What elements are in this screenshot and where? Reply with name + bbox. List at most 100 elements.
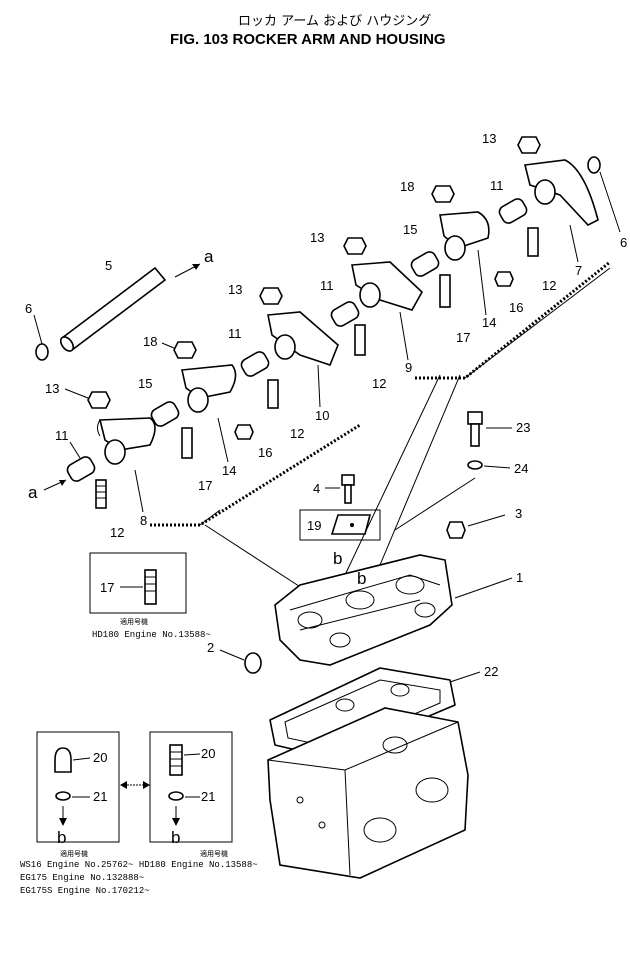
plate-19-box: [299, 509, 381, 541]
rocker-shaft: [59, 263, 201, 352]
ref-b-housing: b: [357, 569, 366, 588]
bushing-11-d: [498, 198, 528, 224]
ref-b-left: b: [57, 828, 66, 847]
label-4: 4: [313, 481, 320, 496]
label-24: 24: [514, 461, 528, 476]
label-12-b: 12: [290, 426, 304, 441]
label-15-a: 15: [138, 376, 152, 391]
inset-cap-nut-japanese-note: 適用号機: [60, 849, 88, 858]
label-12-d: 12: [542, 278, 556, 293]
rocker-arm-8: [97, 417, 156, 465]
label-11-d: 11: [490, 178, 504, 193]
rocker-arm-10: [267, 311, 339, 366]
label-16-a: 16: [258, 445, 272, 460]
label-17-b: 17: [456, 330, 470, 345]
ref-b-right: b: [171, 828, 180, 847]
label-12-a: 12: [110, 525, 124, 540]
adjust-screw-12-c: [354, 324, 366, 356]
ref-b-top: b: [333, 549, 342, 568]
inset-box-17: [89, 552, 187, 614]
label-21-left: 21: [93, 789, 107, 804]
label-7: 7: [575, 263, 582, 278]
label-2: 2: [207, 640, 214, 655]
nut-13-d: [517, 136, 541, 154]
adjust-screw-17-b: [439, 274, 451, 308]
label-14-b: 14: [482, 315, 496, 330]
label-5: 5: [105, 258, 112, 273]
support-outline-left: [150, 423, 361, 527]
support-outline-right: [415, 260, 611, 380]
bushing-11-a: [66, 456, 96, 482]
label-10: 10: [315, 408, 329, 423]
adjust-screw-17-a: [181, 427, 193, 459]
label-14-a: 14: [222, 463, 236, 478]
label-20-left: 20: [93, 750, 107, 765]
applicability-line-1: WS16 Engine No.25762~ HD180 Engine No.13…: [20, 860, 258, 870]
applicability-line-3: EG175S Engine No.170212~: [20, 886, 150, 896]
label-11-b: 11: [228, 326, 242, 341]
plug-left: [33, 314, 49, 361]
inset-17-engine-note: HD180 Engine No.13588~: [92, 630, 211, 640]
bolt-4: [341, 474, 355, 504]
bushing-11-c: [330, 301, 360, 327]
label-13-c: 13: [310, 230, 324, 245]
cylinder-head: [267, 707, 469, 879]
label-22: 22: [484, 664, 498, 679]
label-12-c: 12: [372, 376, 386, 391]
label-23: 23: [516, 420, 530, 435]
label-13-a: 13: [45, 381, 59, 396]
label-17-inset: 17: [100, 580, 114, 595]
rocker-housing-1: [274, 554, 513, 666]
label-6-left: 6: [25, 301, 32, 316]
nut-13-b: [259, 287, 283, 305]
label-17-a: 17: [198, 478, 212, 493]
title-japanese: ロッカ アーム および ハウジング: [238, 14, 431, 29]
rocker-arm-7: [524, 159, 599, 226]
bushing-15-b: [410, 251, 440, 277]
label-8: 8: [140, 513, 147, 528]
label-11-a: 11: [55, 428, 69, 443]
label-20-right: 20: [201, 746, 215, 761]
adjust-screw-12-d: [527, 227, 539, 257]
bushing-11-b: [240, 351, 270, 377]
title-english: FIG. 103 ROCKER ARM AND HOUSING: [170, 31, 446, 48]
ref-a-left: a: [28, 483, 38, 502]
label-19: 19: [307, 518, 321, 533]
inset-box-stud: [149, 731, 233, 843]
bolt-3: [446, 514, 506, 539]
label-13-b: 13: [228, 282, 242, 297]
plug-right: [587, 156, 621, 233]
label-21-right: 21: [201, 789, 215, 804]
gasket-22: [269, 667, 481, 759]
bushing-15-a: [150, 401, 180, 427]
nut-13-a: [87, 391, 111, 409]
rocker-arm-14-b: [439, 211, 490, 261]
rocker-arm-14-a: [181, 364, 237, 413]
label-18-b: 18: [400, 179, 414, 194]
label-13-d: 13: [482, 131, 496, 146]
assembly-leader-lines: [204, 374, 476, 591]
label-16-b: 16: [509, 300, 523, 315]
interchange-arrow: [120, 781, 150, 789]
nut-18-a: [173, 341, 197, 359]
label-11-c: 11: [320, 278, 334, 293]
nut-16-a: [234, 424, 254, 440]
rocker-arm-9: [351, 261, 424, 311]
applicability-line-2: EG175 Engine No.132888~: [20, 873, 144, 883]
label-6-right: 6: [620, 235, 627, 250]
ref-a-top: a: [204, 247, 214, 266]
inset-17-japanese-note: 適用号機: [120, 617, 148, 626]
label-15-b: 15: [403, 222, 417, 237]
label-18-a: 18: [143, 334, 157, 349]
inset-stud-japanese-note: 適用号機: [200, 849, 228, 858]
adjust-screw-12-b: [267, 379, 279, 409]
inset-box-cap-nut: [36, 731, 120, 843]
label-1: 1: [516, 570, 523, 585]
nut-13-c: [343, 237, 367, 255]
washer-24: [467, 460, 511, 470]
nut-16-b: [494, 271, 514, 287]
plug-2: [219, 649, 262, 674]
label-3: 3: [515, 506, 522, 521]
